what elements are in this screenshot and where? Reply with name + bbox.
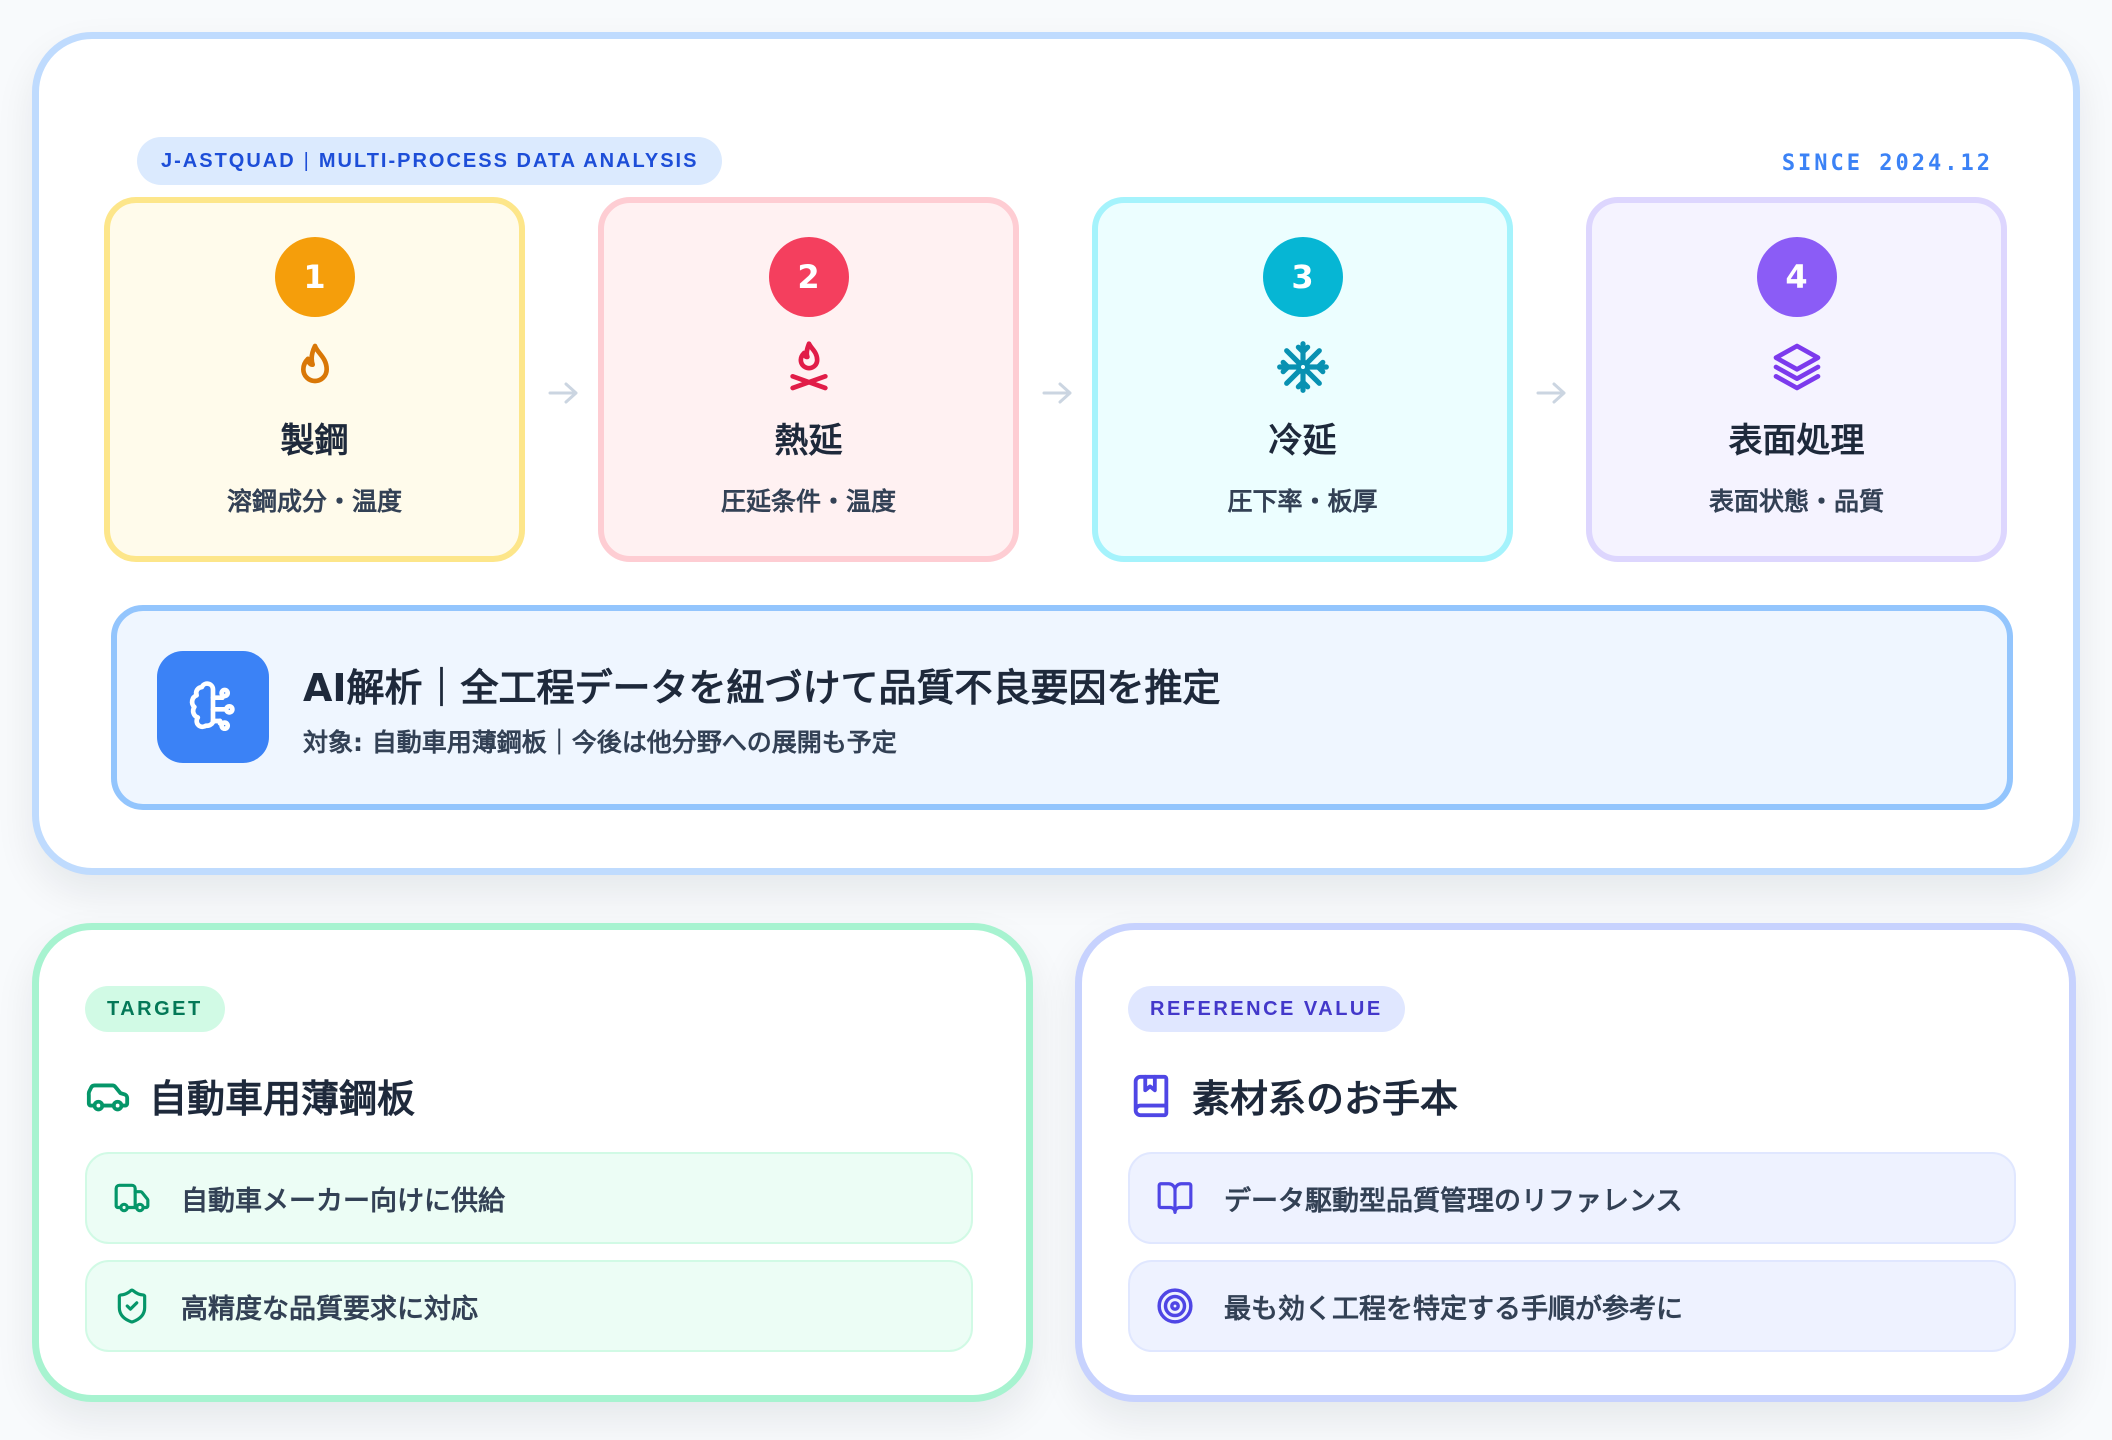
brand-tagline: MULTI-PROCESS DATA ANALYSIS xyxy=(318,149,699,172)
open-book-icon xyxy=(1157,1182,1193,1214)
target-item: 高精度な品質要求に対応 xyxy=(85,1260,973,1352)
arrow-right-icon xyxy=(1042,382,1072,404)
since-label: SINCE 2024.12 xyxy=(1781,151,1993,176)
target-title-row: 自動車用薄鋼板 xyxy=(85,1068,415,1123)
ai-analysis-banner: AI解析｜全工程データを紐づけて品質不良要因を推定 対象: 自動車用薄鋼板｜今後… xyxy=(111,605,2013,810)
target-item-text: 高精度な品質要求に対応 xyxy=(181,1293,478,1325)
step-subtitle: 圧下率・板厚 xyxy=(1227,487,1378,516)
target-icon xyxy=(1157,1288,1193,1324)
truck-icon xyxy=(114,1183,150,1213)
process-step-surface-treatment: 4 表面処理 表面状態・品質 xyxy=(1586,197,2007,562)
step-number-badge: 2 xyxy=(768,237,849,317)
car-icon xyxy=(86,1083,130,1111)
brand-pill: J-ASTQUAD | MULTI-PROCESS DATA ANALYSIS xyxy=(137,137,723,185)
reference-card: REFERENCE VALUE 素材系のお手本 データ駆動型品質管理のリファレン… xyxy=(1075,923,2076,1402)
target-item-text: 自動車メーカー向けに供給 xyxy=(181,1185,505,1217)
process-step-cold-rolling: 3 冷延 圧下率・板厚 xyxy=(1092,197,1513,562)
snowflake-icon xyxy=(1276,341,1329,393)
shield-check-icon xyxy=(117,1288,147,1324)
brand-separator: | xyxy=(303,149,311,172)
step-number-badge: 4 xyxy=(1756,237,1837,317)
arrow-right-icon xyxy=(548,382,578,404)
process-step-hot-rolling: 2 熱延 圧延条件・温度 xyxy=(598,197,1019,562)
process-step-steelmaking: 1 製鋼 溶鋼成分・温度 xyxy=(104,197,525,562)
layers-icon xyxy=(1773,343,1820,391)
step-number-badge: 1 xyxy=(274,237,355,317)
ai-icon-tile xyxy=(157,651,269,763)
process-overview-card: J-ASTQUAD | MULTI-PROCESS DATA ANALYSIS … xyxy=(32,32,2080,875)
target-title: 自動車用薄鋼板 xyxy=(149,1077,416,1121)
brand-name: J-ASTQUAD xyxy=(161,149,296,172)
reference-item-text: 最も効く工程を特定する手順が参考に xyxy=(1224,1293,1683,1325)
reference-tag: REFERENCE VALUE xyxy=(1128,986,1405,1032)
target-item: 自動車メーカー向けに供給 xyxy=(85,1152,973,1244)
reference-title: 素材系のお手本 xyxy=(1192,1077,1459,1121)
flame-icon xyxy=(300,343,329,384)
step-title: 冷延 xyxy=(1268,421,1337,461)
step-subtitle: 溶鋼成分・温度 xyxy=(226,487,402,516)
step-subtitle: 圧延条件・温度 xyxy=(720,487,896,516)
step-title: 製鋼 xyxy=(280,421,349,461)
ai-banner-title: AI解析｜全工程データを紐づけて品質不良要因を推定 xyxy=(303,666,1221,710)
ai-banner-subtitle: 対象: 自動車用薄鋼板｜今後は他分野への展開も予定 xyxy=(303,728,897,757)
brain-circuit-icon xyxy=(189,681,235,732)
step-title: 熱延 xyxy=(774,421,843,461)
reference-title-row: 素材系のお手本 xyxy=(1128,1068,1458,1123)
step-title: 表面処理 xyxy=(1728,421,1865,461)
reference-item: データ駆動型品質管理のリファレンス xyxy=(1128,1152,2016,1244)
campfire-icon xyxy=(789,341,828,391)
step-subtitle: 表面状態・品質 xyxy=(1708,487,1884,516)
reference-item: 最も効く工程を特定する手順が参考に xyxy=(1128,1260,2016,1352)
bookmark-book-icon xyxy=(1133,1074,1169,1117)
arrow-right-icon xyxy=(1536,382,1566,404)
step-number-badge: 3 xyxy=(1262,237,1343,317)
reference-item-text: データ駆動型品質管理のリファレンス xyxy=(1224,1185,1683,1217)
target-tag: TARGET xyxy=(85,986,225,1032)
target-card: TARGET 自動車用薄鋼板 自動車メーカー向けに供給 高精度な品質要求に対応 xyxy=(32,923,1033,1402)
